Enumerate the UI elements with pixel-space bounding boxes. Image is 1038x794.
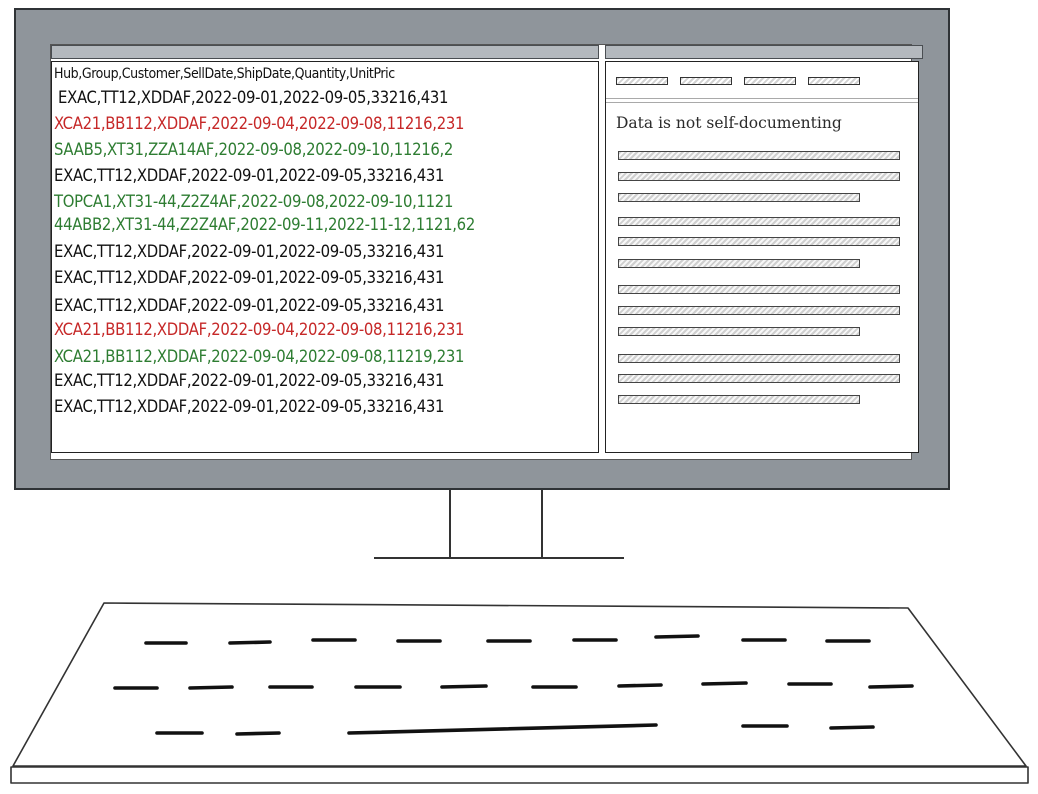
monitor-screen: Hub,Group,Customer,SellDate,ShipDate,Qua…: [50, 44, 923, 460]
key: [235, 731, 281, 736]
doc-text-line-placeholder: [618, 306, 900, 315]
csv-data-line: EXAC,TT12,XDDAF,2022-09-01,2022-09-05,33…: [58, 88, 449, 107]
keyboard-keys: [113, 634, 914, 736]
doc-text-line-placeholder: [618, 374, 900, 383]
doc-tab-4[interactable]: [808, 77, 860, 85]
csv-data-line: EXAC,TT12,XDDAF,2022-09-01,2022-09-05,33…: [54, 371, 445, 390]
doc-text-line-placeholder: [618, 151, 900, 160]
doc-text-line-placeholder: [618, 259, 860, 268]
keyboard-top-surface: [12, 602, 1027, 767]
key: [228, 640, 272, 645]
csv-data-line-ok: TOPCA1,XT31-44,Z2Z4AF,2022-09-08,2022-09…: [54, 192, 454, 211]
documentation-panel: Data is not self-documenting: [605, 61, 919, 453]
key: [654, 634, 700, 639]
csv-data-line-ok: 44ABB2,XT31-44,Z2Z4AF,2022-09-11,2022-11…: [54, 215, 475, 234]
doc-pane-titlebar[interactable]: [605, 45, 923, 59]
doc-text-line-placeholder: [618, 193, 860, 202]
doc-text-line-placeholder: [618, 354, 900, 363]
doc-text-line-placeholder: [618, 285, 900, 294]
csv-data-line: EXAC,TT12,XDDAF,2022-09-01,2022-09-05,33…: [54, 166, 445, 185]
monitor-stand-left: [449, 490, 451, 558]
doc-divider: [606, 102, 918, 103]
key: [829, 725, 875, 730]
key: [440, 684, 488, 689]
key: [188, 685, 234, 690]
csv-data-line: EXAC,TT12,XDDAF,2022-09-01,2022-09-05,33…: [54, 242, 445, 261]
doc-text-line-placeholder: [618, 172, 900, 181]
csv-data-line-error: XCA21,BB112,XDDAF,2022-09-04,2022-09-08,…: [54, 320, 465, 339]
monitor-stand-base: [374, 557, 624, 559]
key: [617, 683, 663, 688]
monitor-stand-right: [541, 490, 543, 558]
doc-tab-1[interactable]: [616, 77, 668, 85]
csv-data-line-error: XCA21,BB112,XDDAF,2022-09-04,2022-09-08,…: [54, 114, 465, 133]
doc-text-line-placeholder: [618, 395, 860, 404]
csv-data-line: EXAC,TT12,XDDAF,2022-09-01,2022-09-05,33…: [54, 397, 445, 416]
doc-tab-3[interactable]: [744, 77, 796, 85]
keyboard-front-edge: [10, 766, 1029, 784]
csv-data-line: EXAC,TT12,XDDAF,2022-09-01,2022-09-05,33…: [54, 296, 445, 315]
doc-text-line-placeholder: [618, 237, 900, 246]
csv-data-line-ok: SAAB5,XT31,ZZA14AF,2022-09-08,2022-09-10…: [54, 140, 454, 159]
csv-text-editor[interactable]: Hub,Group,Customer,SellDate,ShipDate,Qua…: [51, 61, 599, 453]
key: [701, 681, 748, 686]
doc-text-line-placeholder: [618, 217, 900, 226]
csv-data-line: EXAC,TT12,XDDAF,2022-09-01,2022-09-05,33…: [54, 268, 445, 287]
csv-data-line-ok: XCA21,BB112,XDDAF,2022-09-04,2022-09-08,…: [54, 347, 465, 366]
csv-pane-titlebar[interactable]: [51, 45, 599, 59]
monitor-bezel: Hub,Group,Customer,SellDate,ShipDate,Qua…: [14, 8, 950, 490]
key: [868, 684, 914, 689]
doc-text-line-placeholder: [618, 327, 860, 336]
doc-heading: Data is not self-documenting: [616, 114, 842, 132]
doc-divider: [606, 98, 918, 99]
doc-tab-2[interactable]: [680, 77, 732, 85]
spacebar-key: [347, 723, 658, 735]
csv-header-line: Hub,Group,Customer,SellDate,ShipDate,Qua…: [54, 66, 395, 82]
